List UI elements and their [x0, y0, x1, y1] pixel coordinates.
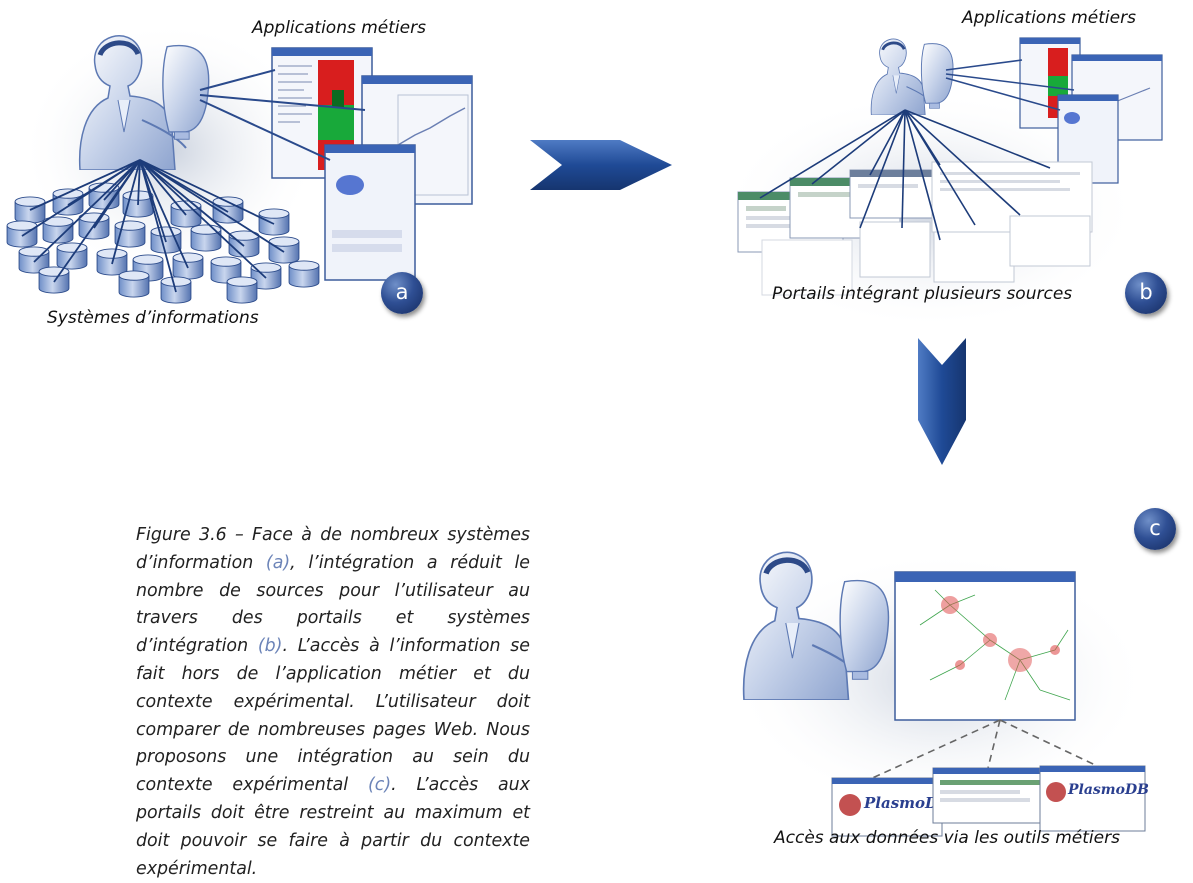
panel-a-systems-label: Systèmes d’informations: [47, 308, 259, 328]
caption-ref-a: (a): [265, 552, 291, 573]
links-to-apps: [199, 69, 366, 161]
figure-caption: Figure 3.6 – Face à de nombreux systèmes…: [136, 522, 530, 883]
panel-a: [6, 20, 473, 304]
links-to-portals: [759, 109, 1051, 241]
figure-canvas: PlasmoDB PlasmoDB: [6, 20, 1163, 837]
caption-ref-c: (c): [367, 775, 392, 796]
badge-b: b: [1125, 272, 1167, 314]
caption-text-3: . L’accès à l’information se fait hors d…: [136, 636, 530, 796]
panel-a-apps-label: Applications métiers: [252, 18, 426, 38]
plasmodb-logo-1: PlasmoDB: [863, 794, 951, 812]
portal-screenshots: PlasmoDB PlasmoDB: [831, 765, 1149, 837]
panel-b-apps-label: Applications métiers: [962, 8, 1136, 28]
network-window: [894, 571, 1076, 721]
portal-pages: [737, 161, 1093, 296]
panel-c: PlasmoDB PlasmoDB: [730, 550, 1150, 837]
caption-ref-b: (b): [257, 636, 283, 657]
dashed-links: [867, 719, 1111, 781]
application-windows-b: [1019, 37, 1163, 184]
links-to-databases: [21, 159, 285, 293]
panel-b: [720, 37, 1163, 330]
application-windows: [271, 47, 473, 281]
arrow-down: [918, 338, 966, 465]
app-window-3: [324, 144, 416, 281]
panel-c-access-label: Accès aux données via les outils métiers: [774, 828, 1120, 848]
badge-a: a: [381, 272, 423, 314]
arrow-right: [530, 140, 672, 190]
panel-b-portals-label: Portails intégrant plusieurs sources: [772, 284, 1073, 304]
badge-c: c: [1134, 508, 1176, 550]
caption-text-1: Figure 3.6 – Face à de nombreux systèmes…: [136, 525, 530, 573]
plasmodb-logo-2: PlasmoDB: [1067, 782, 1149, 798]
caption-text-2: , l’intégration a réduit le nombre de so…: [136, 552, 530, 657]
